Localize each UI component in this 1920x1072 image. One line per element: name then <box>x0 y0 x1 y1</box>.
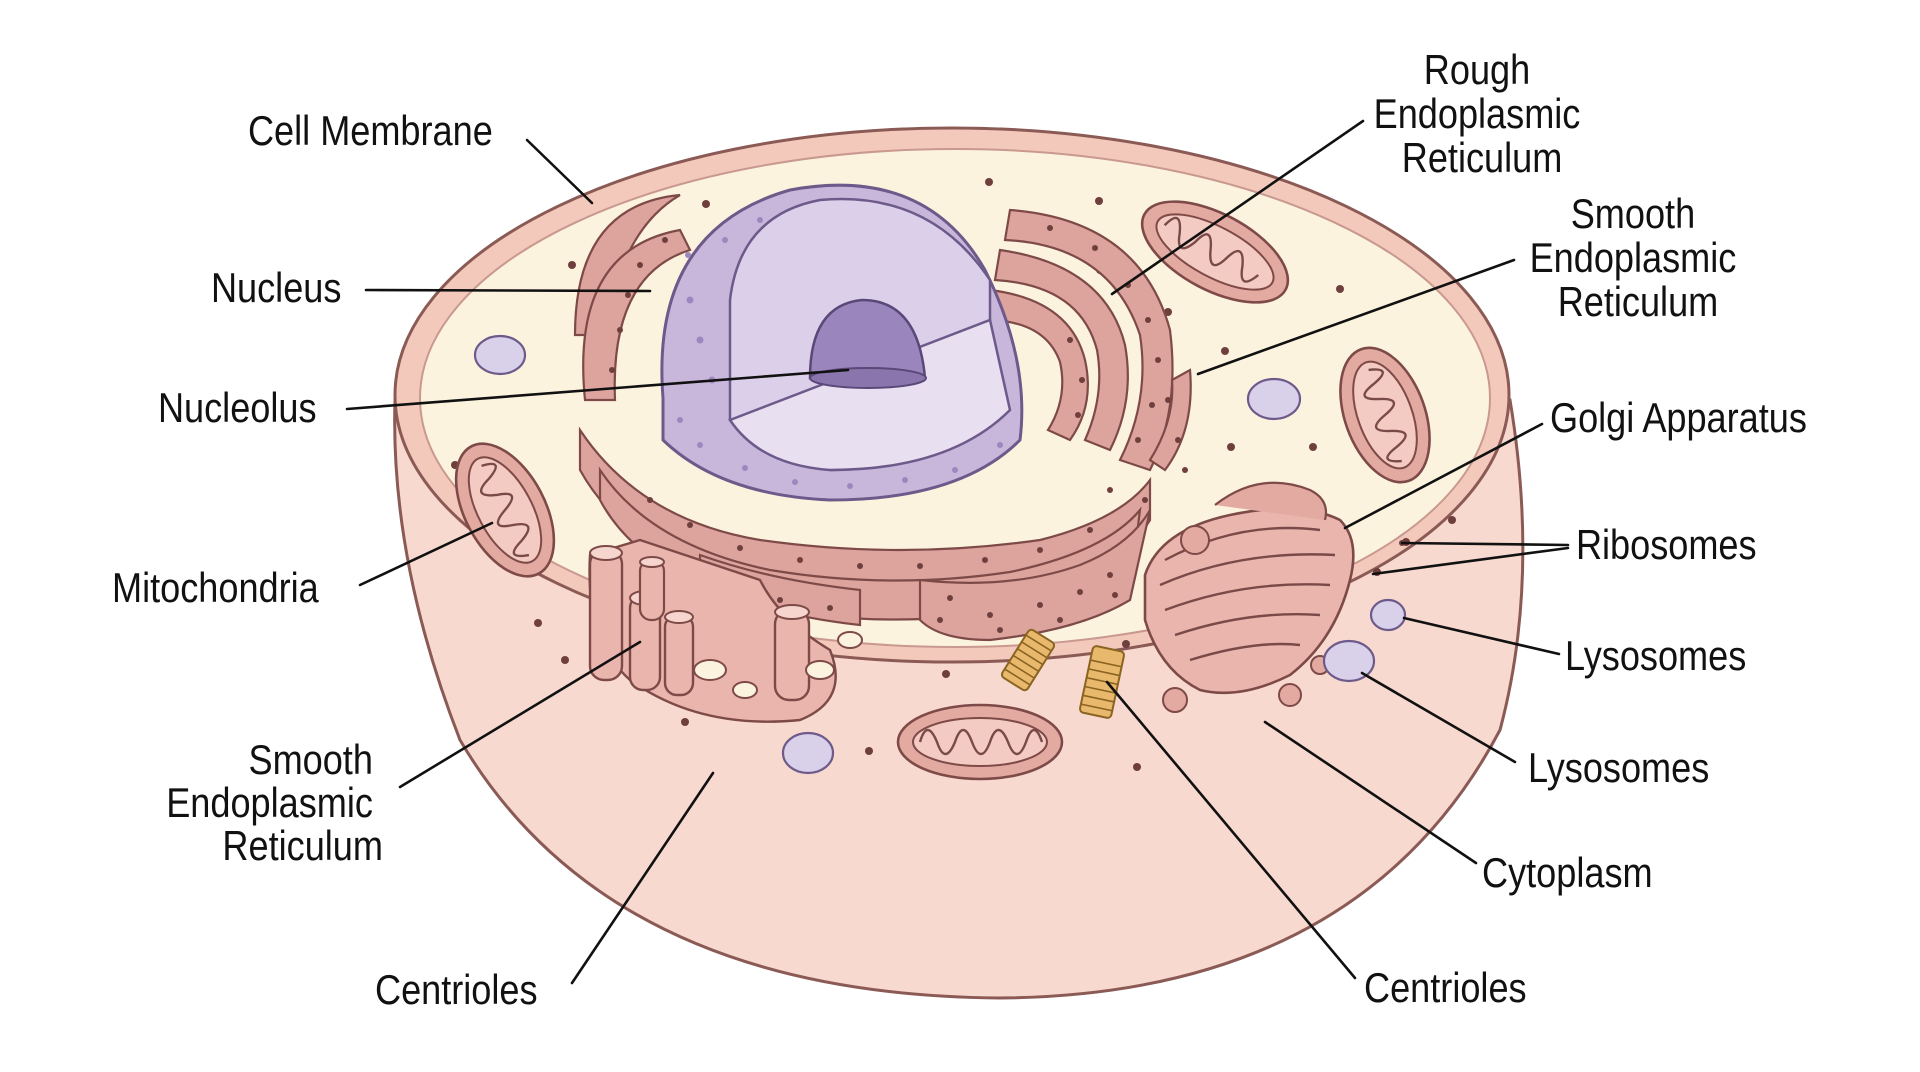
leader-lines <box>345 119 1570 985</box>
label-ribosomes: Ribosomes <box>1576 523 1757 569</box>
label-mitochondria: Mitochondria <box>112 566 319 612</box>
label-rough-er: Rough Endoplasmic Reticulum <box>1374 48 1591 182</box>
leader-smooth-er-left <box>398 640 642 789</box>
label-cytoplasm: Cytoplasm <box>1482 851 1653 897</box>
labels: Cell Membrane Nucleus Nucleolus Mitochon… <box>112 48 1807 1014</box>
lysosomes <box>473 334 1407 775</box>
leader-mitochondria <box>358 521 494 587</box>
leader-ribosomes-a <box>1400 541 1570 547</box>
leader-nucleus <box>364 288 652 293</box>
leader-cytoplasm <box>1263 720 1478 865</box>
label-lysosomes-lower: Lysosomes <box>1528 746 1709 792</box>
mitochondrion-right <box>1339 346 1431 484</box>
label-smooth-er-right: Smooth Endoplasmic Reticulum <box>1530 192 1747 326</box>
leader-nucleolus <box>345 368 850 411</box>
leader-centrioles-right <box>1105 680 1357 980</box>
label-cell-membrane: Cell Membrane <box>248 109 493 155</box>
mitochondrion-left <box>454 442 556 578</box>
centriole-right <box>1079 645 1125 719</box>
label-centrioles-left: Centrioles <box>375 968 538 1014</box>
label-nucleus: Nucleus <box>211 266 341 312</box>
label-nucleolus: Nucleolus <box>158 386 317 432</box>
leader-ribosomes-b <box>1371 546 1570 576</box>
leader-centrioles-left <box>570 771 715 985</box>
centriole-left <box>1000 628 1056 692</box>
smooth-endoplasmic-reticulum <box>588 538 863 723</box>
leader-smooth-er-right <box>1196 258 1516 376</box>
leader-rough-er <box>1110 119 1365 296</box>
label-golgi-apparatus: Golgi Apparatus <box>1550 396 1807 442</box>
golgi-apparatus <box>1143 481 1355 713</box>
label-lysosomes-upper: Lysosomes <box>1565 634 1746 680</box>
label-smooth-er-left: Smooth Endoplasmic Reticulum <box>166 738 383 870</box>
leader-cell-membrane <box>525 138 594 205</box>
nucleolus <box>808 298 927 389</box>
leader-lysosomes-upper <box>1402 616 1561 656</box>
label-centrioles-right: Centrioles <box>1364 966 1527 1012</box>
leader-golgi <box>1343 422 1544 530</box>
mitochondrion-top-right <box>1140 200 1290 304</box>
leader-lysosomes-lower <box>1360 671 1517 764</box>
mitochondrion-bottom <box>896 703 1064 781</box>
